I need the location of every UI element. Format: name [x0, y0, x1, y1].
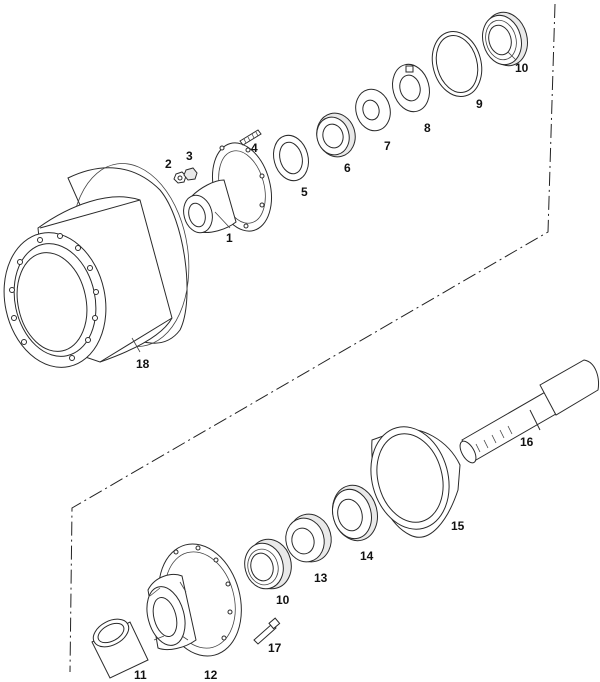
label-14: 14 — [360, 549, 374, 563]
hub-cap-15 — [370, 426, 461, 538]
brake-drum — [3, 163, 190, 368]
label-4: 4 — [251, 141, 258, 155]
lock-nut-6 — [316, 112, 356, 158]
bearing-10-bottom — [244, 538, 292, 590]
bolt-17 — [253, 617, 281, 645]
bearing-10-top — [482, 11, 528, 67]
label-2: 2 — [165, 157, 172, 171]
seal-ring-5 — [273, 134, 309, 182]
leader-lines — [131, 51, 517, 353]
axle-shaft-16 — [459, 359, 599, 464]
label-12: 12 — [204, 668, 218, 682]
label-6: 6 — [344, 161, 351, 175]
label-8: 8 — [424, 121, 431, 135]
label-17: 17 — [268, 641, 282, 655]
part-labels: 1 2 3 4 5 6 7 8 9 10 11 12 13 14 15 16 1… — [134, 61, 534, 682]
label-10-bottom: 10 — [276, 593, 290, 607]
label-9: 9 — [476, 97, 483, 111]
label-1: 1 — [226, 231, 233, 245]
wheel-hub-12 — [146, 543, 242, 657]
label-3: 3 — [186, 149, 193, 163]
label-16: 16 — [520, 435, 534, 449]
snap-ring-9 — [431, 31, 483, 97]
bearing-13 — [285, 513, 332, 563]
lock-washer-8 — [392, 63, 430, 113]
label-10-top: 10 — [515, 61, 529, 75]
stud-4 — [239, 129, 262, 146]
seal-14 — [332, 484, 378, 542]
nut-2 — [173, 171, 187, 184]
label-18: 18 — [136, 357, 150, 371]
center-line — [69, 3, 556, 673]
label-5: 5 — [301, 185, 308, 199]
label-13: 13 — [314, 571, 328, 585]
sleeve-11 — [91, 618, 149, 679]
nut-3 — [183, 167, 198, 181]
washer-7 — [355, 88, 391, 132]
label-15: 15 — [451, 519, 465, 533]
label-7: 7 — [384, 139, 391, 153]
label-11: 11 — [134, 668, 147, 682]
hub-flange — [183, 142, 272, 234]
